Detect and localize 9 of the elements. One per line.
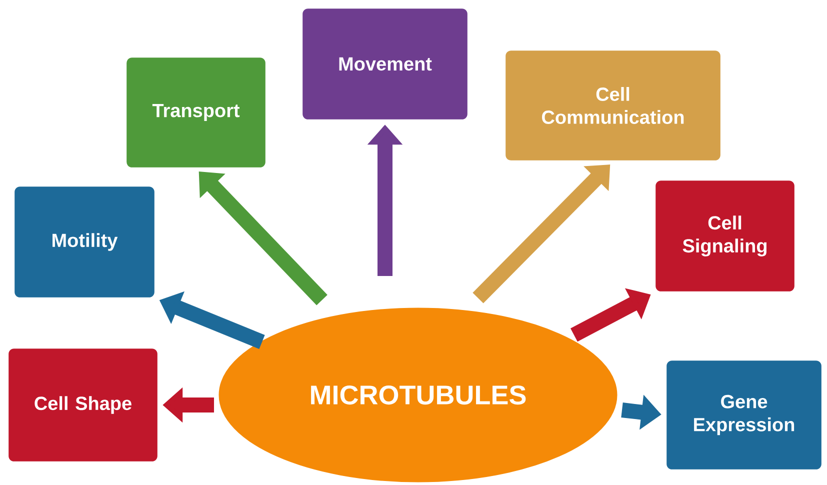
process-box: Motility — [13, 185, 156, 299]
process-box: Transport — [125, 56, 267, 169]
process-box: Movement — [301, 7, 469, 121]
process-box: Cell Communication — [504, 49, 722, 162]
ellipse-node: MICROTUBULES — [217, 306, 619, 484]
process-box: Cell Shape — [7, 347, 159, 463]
process-box: Cell Signaling — [654, 179, 796, 293]
process-box: Gene Expression — [665, 359, 823, 471]
block-arrow — [198, 172, 328, 306]
